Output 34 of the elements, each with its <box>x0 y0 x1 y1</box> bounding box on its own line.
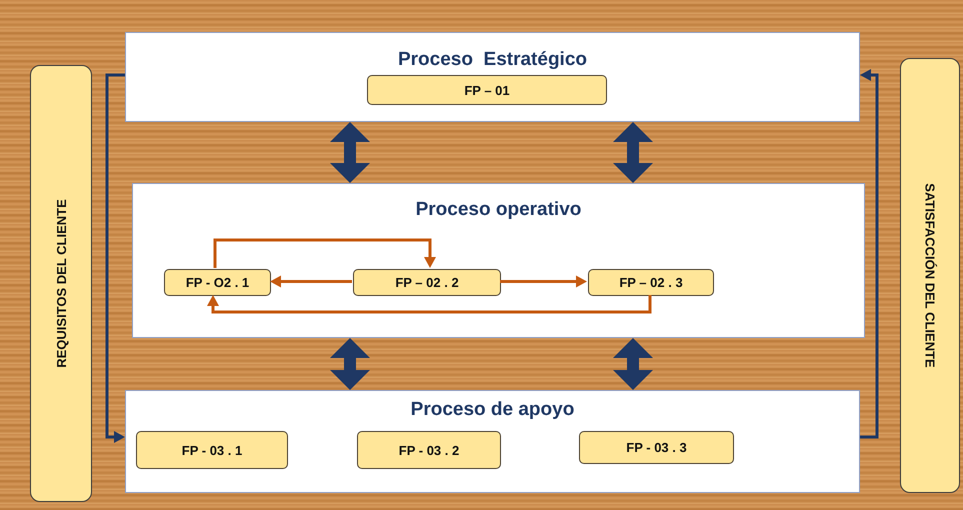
arrow <box>106 74 125 443</box>
panel-title: Proceso Estratégico <box>398 49 588 71</box>
process-box <box>579 431 734 464</box>
box-label: FP – 02 . 3 <box>619 275 683 290</box>
process-box <box>164 269 271 296</box>
double-arrow <box>613 338 653 390</box>
box-label: FP - 03 . 2 <box>398 442 460 458</box>
box-label: FP – 02 . 2 <box>395 275 459 290</box>
box-label: FP - 03 . 1 <box>182 442 242 458</box>
process-panel <box>132 183 865 338</box>
panel-title: Proceso operativo <box>416 199 582 221</box>
vertical-label: REQUISITOS DEL CLIENTE <box>54 199 68 368</box>
process-box <box>588 269 714 296</box>
box-label: FP – 01 <box>464 82 510 98</box>
double-arrow <box>613 122 653 183</box>
arrow <box>207 295 652 314</box>
box-label: FP - O2 . 1 <box>186 275 250 290</box>
process-box <box>136 431 288 469</box>
vertical-label: SATISFACCIÓN DEL CLIENTE <box>922 183 938 368</box>
side-banner <box>30 65 92 502</box>
side-banner <box>900 58 960 493</box>
arrow <box>214 238 436 268</box>
process-box <box>357 431 501 469</box>
process-panel <box>125 32 860 122</box>
double-arrow <box>330 338 370 390</box>
arrow <box>860 69 878 438</box>
arrow <box>500 276 587 288</box>
box-label: FP - 03 . 3 <box>626 440 687 455</box>
arrow <box>270 276 352 288</box>
panel-title: Proceso de apoyo <box>410 399 574 421</box>
process-box <box>353 269 501 296</box>
double-arrow <box>330 122 370 183</box>
process-box <box>367 75 607 105</box>
process-panel <box>125 390 860 493</box>
